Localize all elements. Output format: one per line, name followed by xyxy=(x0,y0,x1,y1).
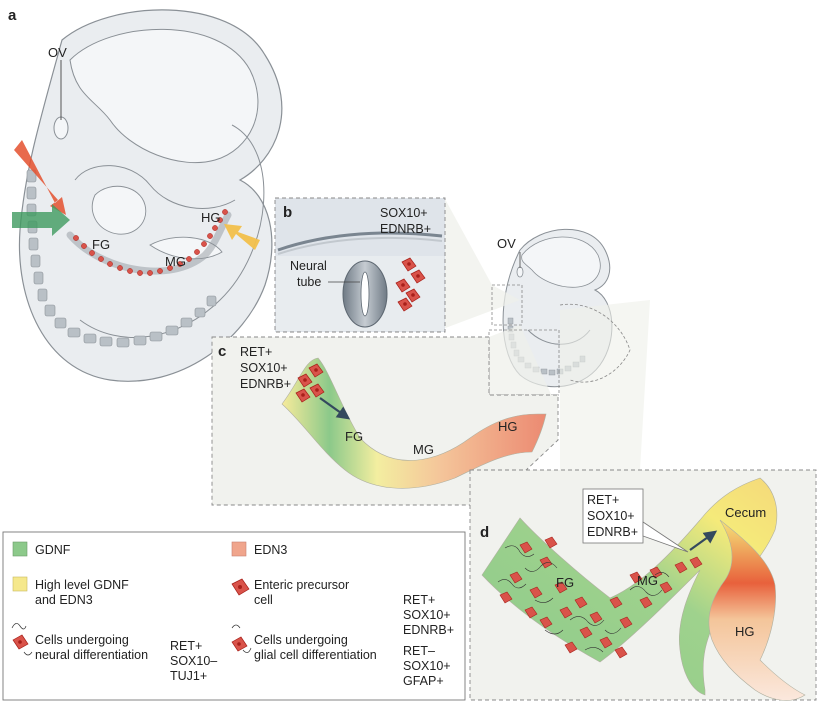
gut-c xyxy=(281,357,547,489)
sacral-crest-arrow xyxy=(224,224,260,250)
hg-label-a: HG xyxy=(201,210,221,225)
legend-edn3-label: EDN3 xyxy=(254,543,287,557)
panel-d-fibers xyxy=(497,545,670,653)
panel-d-marker-2: SOX10+ xyxy=(587,509,635,523)
zoom-wedge-d xyxy=(560,300,650,470)
legend-high-label-1: High level GDNF xyxy=(35,578,129,592)
small-embryo-head xyxy=(521,236,601,288)
hg-label-d: HG xyxy=(735,624,755,639)
legend-neural-label-2: neural differentiation xyxy=(35,648,148,662)
legend-glial-marker-3: GFAP+ xyxy=(403,674,444,688)
legend-glial-label-1: Cells undergoing xyxy=(254,633,348,647)
zoom-wedge-b xyxy=(440,199,520,330)
panel-d-letter: d xyxy=(480,524,489,541)
hg-label-c: HG xyxy=(498,419,518,434)
panel-c-cells xyxy=(295,363,325,403)
ectoderm-inner xyxy=(277,236,443,255)
panel-a-letter: a xyxy=(8,7,17,24)
migration-arrow-c xyxy=(319,397,351,420)
legend-precursor-marker-3: EDNRB+ xyxy=(403,623,454,637)
legend-precursor-label-1: Enteric precursor xyxy=(254,578,349,592)
legend-precursor-marker-1: RET+ xyxy=(403,593,435,607)
fg-label-c: FG xyxy=(345,429,363,444)
mg-label-c: MG xyxy=(413,442,434,457)
panel-b: b SOX10+ EDNRB+ Neural tube xyxy=(274,197,446,333)
legend-glial-marker-1: RET– xyxy=(403,644,435,658)
legend-box xyxy=(2,531,466,701)
embryo-tail xyxy=(79,124,265,338)
legend-gdnf-label: GDNF xyxy=(35,543,71,557)
gut-tube-a xyxy=(66,211,232,275)
legend-precursor-marker-2: SOX10+ xyxy=(403,608,451,622)
panel-d: d RET+ SOX10+ EDNRB+ FG MG Cec xyxy=(469,469,817,701)
panel-c-letter: c xyxy=(218,343,226,360)
panel-b-letter: b xyxy=(283,204,292,221)
panel-b-marker-1: SOX10+ xyxy=(380,206,428,220)
embryo-inner-fold xyxy=(74,165,236,209)
gdnf-arrow xyxy=(12,204,70,236)
neural-tube-label-2: tube xyxy=(297,275,321,289)
neural-tube-label-1: Neural xyxy=(290,259,327,273)
legend-neural-marker-3: TUJ1+ xyxy=(170,669,207,683)
legend-precursor-icon xyxy=(231,578,250,596)
cecum-label-d: Cecum xyxy=(725,505,766,520)
legend-neural-marker-1: RET+ xyxy=(170,639,202,653)
fg-label-d: FG xyxy=(556,575,574,590)
legend-precursor-label-2: cell xyxy=(254,593,273,607)
legend: GDNF EDN3 High level GDNF and EDN3 Enter… xyxy=(2,531,466,701)
panel-b-marker-2: EDNRB+ xyxy=(380,222,431,236)
ov-label: OV xyxy=(48,45,67,60)
ectoderm-layer xyxy=(277,231,443,252)
fg-label-a: FG xyxy=(92,237,110,252)
mg-label-a: MG xyxy=(165,254,186,269)
legend-gdnf-swatch xyxy=(12,541,28,557)
legend-glial-marker-2: SOX10+ xyxy=(403,659,451,673)
legend-neural-label-1: Cells undergoing xyxy=(35,633,129,647)
panel-b-cells xyxy=(395,257,426,312)
otic-vesicle xyxy=(53,116,69,140)
panel-a: a OV xyxy=(8,7,283,382)
zoom-wedge-c xyxy=(489,325,558,410)
panel-d-callout xyxy=(582,488,644,544)
panel-d-marker-3: EDNRB+ xyxy=(587,525,638,539)
migration-arrow-d xyxy=(689,530,718,551)
hindgut-d xyxy=(708,519,806,701)
panel-d-marker-1: RET+ xyxy=(587,493,619,507)
legend-edn3-swatch xyxy=(231,541,247,557)
callout-pointer xyxy=(642,521,689,553)
crest-cells-a xyxy=(73,209,228,276)
panel-c-marker-3: EDNRB+ xyxy=(240,377,291,391)
mg-label-d: MG xyxy=(637,573,658,588)
heart-region xyxy=(91,185,147,235)
legend-neural-marker-2: SOX10– xyxy=(170,654,217,668)
vagal-crest-arrow xyxy=(14,140,66,215)
panel-c-marker-2: SOX10+ xyxy=(240,361,288,375)
neural-tube-lumen xyxy=(360,271,370,317)
legend-glial-label-2: glial cell differentiation xyxy=(254,648,377,662)
legend-high-swatch xyxy=(12,576,28,592)
small-otic-vesicle xyxy=(516,266,524,278)
legend-high-label-2: and EDN3 xyxy=(35,593,93,607)
small-ov-label: OV xyxy=(497,236,516,251)
panel-d-cells xyxy=(499,536,703,659)
embryo-head xyxy=(69,28,259,164)
selection-box-b xyxy=(491,284,523,326)
selection-outline-d xyxy=(559,303,631,383)
legend-glial-icon xyxy=(231,624,252,653)
panel-c-marker-1: RET+ xyxy=(240,345,272,359)
legend-neural-icon xyxy=(11,623,33,656)
panel-c: c RET+ SOX10+ EDNRB+ FG MG HG xyxy=(211,336,559,506)
